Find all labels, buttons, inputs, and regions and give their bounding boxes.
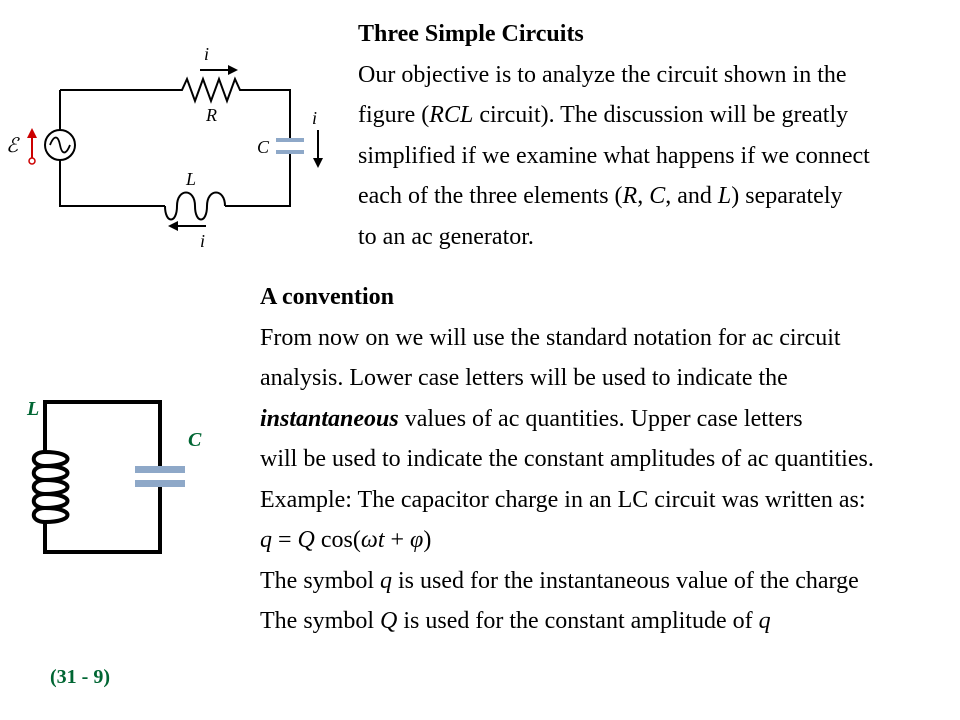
text-segment: will be used to indicate the constant am… [260,446,874,472]
section2-body: From now on we will use the standard not… [260,318,955,642]
label-i-top: i [204,44,209,64]
text-segment: to an ac generator. [358,223,534,250]
text-segment: Our objective is to analyze the circuit … [358,61,847,88]
text-line: simplified if we examine what happens if… [358,136,948,177]
text-segment: The symbol [260,608,380,634]
text-segment: R [622,183,638,209]
label-c: C [257,137,270,157]
text-line: The symbol q is used for the instantaneo… [260,561,955,602]
lc-circuit-figure: L C [26,398,202,554]
text-segment: q [758,608,771,634]
section-three-simple-circuits: Three Simple Circuits Our objective is t… [358,14,948,257]
text-line: Our objective is to analyze the circuit … [358,55,948,96]
rcl-circuit-figure: i R C i ℰ L i [6,44,323,251]
text-segment: q [380,567,392,594]
text-segment: is used for the constant amplitude of [397,608,759,634]
text-segment: , [637,183,650,209]
text-segment: L [717,183,732,209]
text-segment: is used for the instantaneous value of t… [392,567,859,594]
text-segment: From now on we will use the standard not… [260,324,841,351]
label-l: L [185,169,196,189]
text-line: analysis. Lower case letters will be use… [260,358,955,399]
lc-label-c: C [188,429,202,451]
text-segment: + [384,527,411,553]
text-segment: instantaneous [260,405,399,432]
label-i-bottom: i [200,231,205,251]
text-line: to an ac generator. [358,217,948,258]
section1-heading: Three Simple Circuits [358,21,584,47]
text-segment: analysis. Lower case letters will be use… [260,365,788,391]
section-a-convention: A convention From now on we will use the… [260,277,955,642]
text-segment: circuit). The discussion will be greatly [473,102,849,128]
text-line: q = Q cos(ωt + φ) [260,520,955,561]
text-segment: Q [380,608,398,634]
text-line: Example: The capacitor charge in an LC c… [260,480,955,521]
text-segment: ωt [360,527,385,553]
text-segment: RCL [429,102,474,128]
text-segment: each of the three elements ( [358,183,623,209]
text-segment: cos( [314,527,361,553]
section2-heading: A convention [260,284,395,310]
text-segment: C [649,183,666,209]
text-segment: q [260,527,272,553]
slide-number: (31 - 9) [50,666,110,688]
text-segment: The symbol [260,567,380,594]
section1-body: Our objective is to analyze the circuit … [358,55,948,258]
text-line: figure (RCL circuit). The discussion wil… [358,95,948,136]
text-line: instantaneous values of ac quantities. U… [260,399,955,440]
text-line: From now on we will use the standard not… [260,318,955,359]
text-line: The symbol Q is used for the constant am… [260,601,955,642]
text-segment: Example: The capacitor charge in an LC c… [260,486,866,513]
text-segment: ) separately [731,183,843,209]
text-segment: φ [410,527,424,553]
text-line: each of the three elements (R, C, and L)… [358,176,948,217]
text-segment: figure ( [358,102,430,128]
label-emf: ℰ [6,135,20,157]
text-segment: simplified if we examine what happens if… [358,142,870,169]
label-r: R [205,105,217,125]
text-segment: values of ac quantities. Upper case lett… [398,405,803,432]
text-segment: ) [423,527,432,553]
lc-label-l: L [26,398,39,420]
text-segment: = [272,527,298,553]
text-segment: Q [297,527,315,553]
text-segment: , and [665,183,718,209]
text-line: will be used to indicate the constant am… [260,439,955,480]
label-i-right: i [312,108,317,128]
